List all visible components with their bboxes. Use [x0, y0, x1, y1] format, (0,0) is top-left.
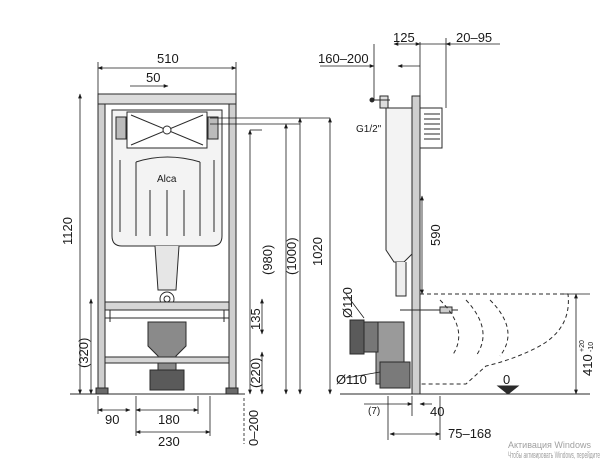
dim-230: 230 [158, 434, 180, 449]
tol-minus: -10 [588, 342, 595, 352]
right-upright [229, 94, 236, 394]
dim-160-200: 160–200 [318, 51, 369, 66]
dim-410: 410 [580, 354, 595, 376]
label-floor-0: 0 [503, 372, 510, 387]
dim-180: 180 [158, 412, 180, 427]
dim-135: 135 [248, 308, 263, 330]
dim-0-200: 0–200 [246, 410, 261, 446]
dim-75-168: 75–168 [448, 426, 491, 441]
side-view [340, 96, 590, 394]
watermark-line2: Чтобы активировать Windows, перейдите [508, 450, 600, 459]
dim-510: 510 [157, 51, 179, 66]
dim-50: 50 [146, 70, 160, 85]
tol-plus: +20 [579, 340, 586, 352]
dim-125: 125 [393, 30, 415, 45]
label-d110-top: Ø110 [340, 287, 355, 318]
label-g12: G1/2" [356, 124, 382, 135]
dim-40: 40 [430, 404, 444, 419]
dim-590: 590 [428, 224, 443, 246]
brand-label: Alca [157, 174, 177, 185]
cistern-side [386, 108, 412, 262]
side-frame-post [412, 96, 420, 394]
dim-1000: (1000) [284, 237, 299, 275]
watermark-line1: Активация Windows [508, 440, 591, 450]
dim-1120: 1120 [60, 217, 75, 245]
dim-320: (320) [76, 338, 91, 368]
top-crossbar [98, 94, 236, 104]
dim-980: (980) [260, 245, 275, 275]
dim-220: (220) [248, 358, 263, 388]
dim-1020: 1020 [310, 237, 325, 266]
label-d110-bottom: Ø110 [336, 372, 367, 387]
bottom-bracket [105, 302, 229, 310]
flush-pipe [155, 246, 179, 290]
dim-20-95: 20–95 [456, 30, 492, 45]
dim-90: 90 [105, 412, 119, 427]
dim-7: (7) [368, 406, 380, 417]
left-upright [98, 94, 105, 394]
front-view [96, 94, 238, 394]
